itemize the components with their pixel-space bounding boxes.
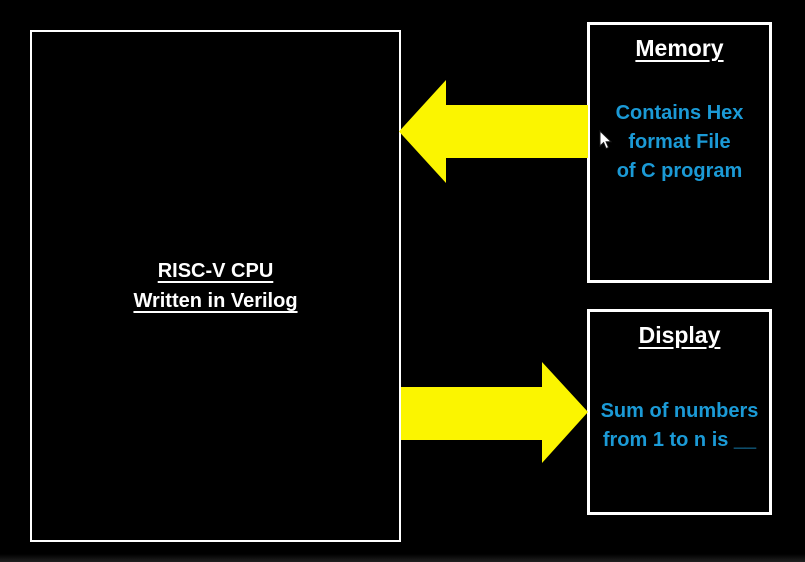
cpu-box-title-line2: Written in Verilog — [133, 290, 298, 312]
display-box: Display Sum of numbers from 1 to n is __ — [587, 309, 772, 515]
memory-box-body: Contains Hex format File of C program — [590, 99, 769, 186]
arrow-cpu-to-display-icon — [401, 362, 588, 463]
cpu-box: RISC-V CPU Written in Verilog — [30, 30, 401, 542]
bottom-edge-shadow — [0, 554, 805, 562]
memory-body-line: Contains Hex — [615, 102, 744, 124]
memory-body-line: format File — [628, 131, 731, 153]
cpu-box-title-line1: RISC-V CPU — [157, 260, 274, 282]
memory-body-line: of C program — [616, 160, 743, 182]
display-box-body: Sum of numbers from 1 to n is __ — [590, 397, 769, 455]
memory-box-title: Memory — [635, 35, 724, 61]
display-body-line: Sum of numbers — [600, 400, 759, 422]
display-box-title: Display — [638, 322, 721, 348]
memory-box: Memory Contains Hex format File of C pro… — [587, 22, 772, 283]
display-body-line: from 1 to n is __ — [602, 429, 757, 451]
arrow-memory-to-cpu-icon — [399, 80, 588, 183]
